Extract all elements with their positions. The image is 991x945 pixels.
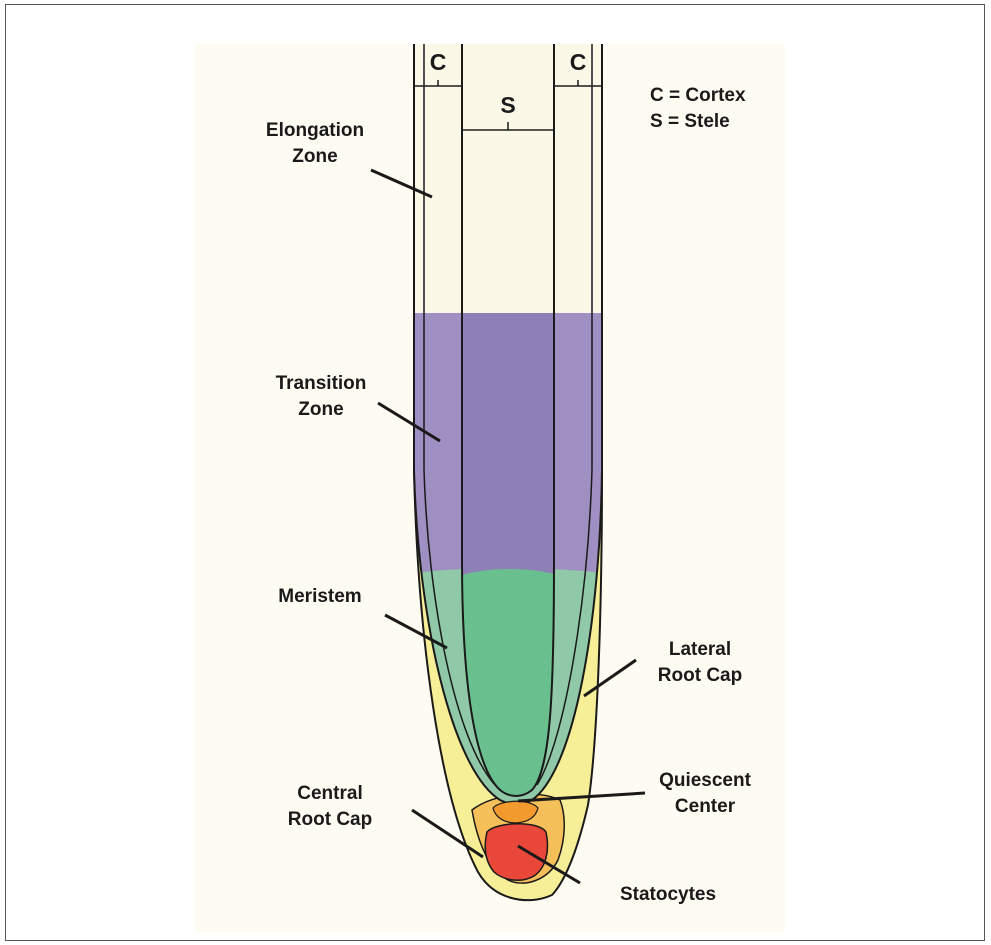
statocytes-region (485, 824, 547, 880)
transition-zone-label-line2: Zone (298, 399, 343, 420)
statocytes-label: Statocytes (620, 884, 716, 905)
legend-cortex: C = Cortex (650, 85, 746, 106)
meristem-label: Meristem (278, 586, 361, 607)
central-root-cap-label-line1: Central (297, 783, 362, 804)
quiescent-center-label-line1: Quiescent (659, 770, 752, 791)
elongation-zone-label-line1: Elongation (266, 120, 364, 141)
cortex-right-label: C (570, 49, 587, 75)
cortex-left-label: C (430, 49, 447, 75)
stele-label: S (500, 92, 515, 118)
elongation-zone-label-line2: Zone (292, 146, 337, 167)
transition-zone-label-line1: Transition (276, 373, 367, 394)
lateral-root-cap-label-line2: Root Cap (658, 665, 742, 686)
quiescent-center-label-line2: Center (675, 796, 736, 817)
central-root-cap-label-line2: Root Cap (288, 809, 372, 830)
legend-stele: S = Stele (650, 111, 730, 132)
stele-transition-region (455, 313, 565, 575)
lateral-root-cap-label-line1: Lateral (669, 639, 731, 660)
elongation-zone-region (400, 44, 620, 314)
